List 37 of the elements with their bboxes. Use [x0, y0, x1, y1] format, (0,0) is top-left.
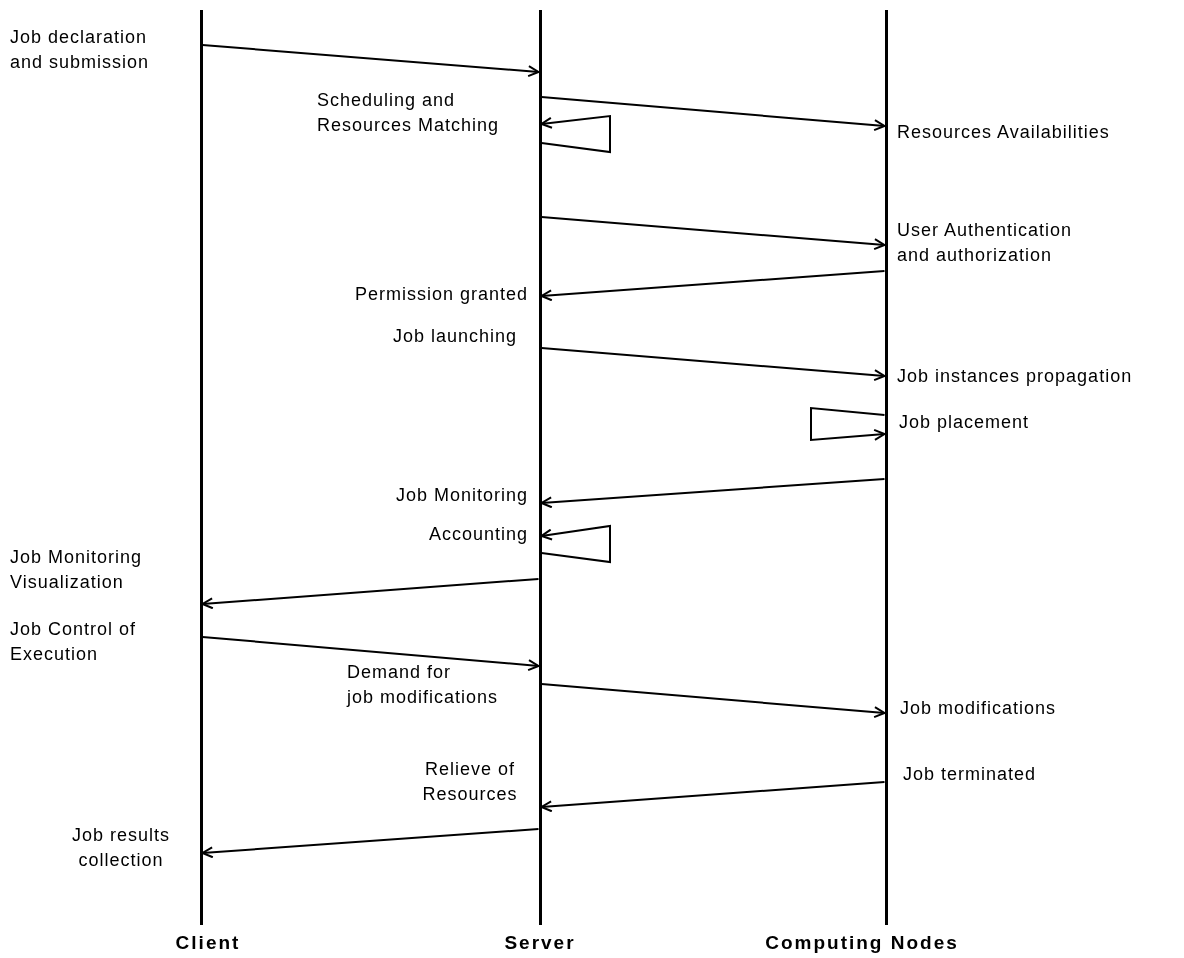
arrow [201, 828, 540, 859]
message-label: Job results collection [72, 824, 170, 872]
message-label: Resources Availabilities [897, 121, 1110, 144]
message-label: Accounting [428, 523, 528, 546]
message-label: Job Control of Execution [10, 618, 137, 666]
message-label: Job terminated [903, 763, 1037, 786]
arrow [540, 96, 886, 132]
message-label: Scheduling and Resources Matching [317, 89, 500, 137]
arrow [201, 44, 540, 78]
lifeline [199, 10, 203, 925]
message-label: Permission granted [354, 283, 528, 306]
lifeline-name: Client [175, 931, 241, 955]
arrow [540, 114, 611, 154]
lifeline-name: Server [504, 931, 576, 955]
arrow [540, 216, 886, 251]
message-label: User Authentication and authorization [897, 219, 1073, 267]
message-label: Job Monitoring Visualization [10, 546, 143, 594]
arrow [201, 636, 540, 672]
arrow [201, 578, 540, 610]
arrow [810, 406, 886, 442]
message-label: Relieve of Resources [422, 758, 518, 806]
message-label: Demand for job modifications [347, 661, 499, 709]
arrow [540, 781, 886, 813]
lifeline [884, 10, 888, 925]
arrow [540, 478, 886, 509]
message-label: Job modifications [900, 697, 1057, 720]
message-label: Job declaration and submission [10, 26, 150, 74]
arrow [540, 683, 886, 719]
lifeline [538, 10, 542, 925]
message-label: Job launching [392, 325, 517, 348]
arrow [540, 270, 886, 302]
lifeline-name: Computing Nodes [765, 931, 959, 955]
arrow [540, 347, 886, 382]
message-label: Job Monitoring [395, 484, 528, 507]
message-label: Job placement [899, 411, 1030, 434]
arrow [540, 524, 611, 564]
message-label: Job instances propagation [897, 365, 1133, 388]
